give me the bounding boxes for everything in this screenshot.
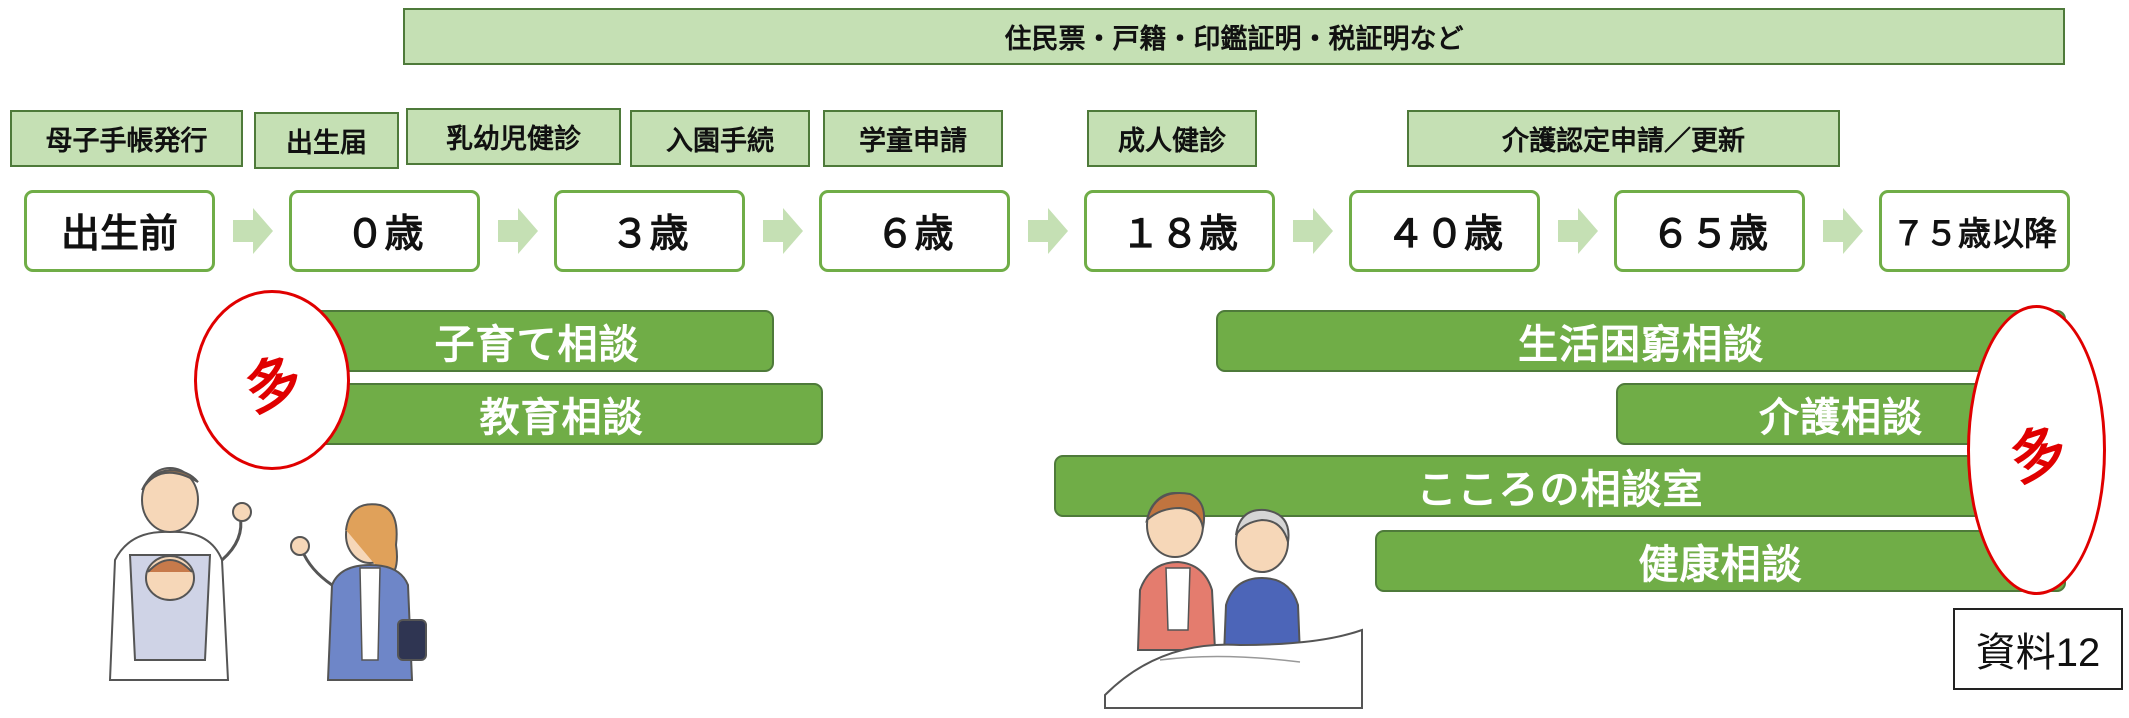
consultation-health-label: 健康相談 [1638, 542, 1803, 588]
many-highlight-left: 多 [194, 290, 350, 470]
arrow-right-icon [1823, 208, 1863, 254]
age-40: ４０歳 [1349, 190, 1540, 272]
document-number-badge: 資料12 [1953, 608, 2123, 690]
caregiver-elderly-illustration [1104, 492, 1363, 709]
age-0: ０歳 [289, 190, 480, 272]
age-prenatal: 出生前 [24, 190, 215, 272]
consultation-poverty: 生活困窮相談 [1216, 310, 2066, 372]
many-label-left: 多 [236, 345, 311, 425]
arrow-right-icon [1558, 208, 1598, 254]
many-highlight-right: 多 [1967, 305, 2106, 595]
arrow-right-icon [763, 208, 803, 254]
arrow-right-icon [1293, 208, 1333, 254]
consultation-poverty-label: 生活困窮相談 [1518, 322, 1764, 368]
consultation-parenting-label: 子育て相談 [434, 322, 640, 368]
parents-with-baby-illustration [108, 467, 427, 681]
arrow-right-icon [233, 208, 273, 254]
procedure-afterschool-application: 学童申請 [823, 110, 1003, 167]
consultation-health: 健康相談 [1375, 530, 2066, 592]
consultation-parenting: 子育て相談 [300, 310, 774, 372]
procedure-maternal-handbook: 母子手帳発行 [10, 110, 243, 167]
age-75-plus: ７５歳以降 [1879, 190, 2070, 272]
age-65: ６５歳 [1614, 190, 1805, 272]
procedure-care-certification: 介護認定申請／更新 [1407, 110, 1840, 167]
consultation-mental-health-label: こころの相談室 [1416, 467, 1704, 513]
arrow-right-icon [1028, 208, 1068, 254]
procedure-birth-registration: 出生届 [254, 112, 399, 169]
age-18: １８歳 [1084, 190, 1275, 272]
consultation-education: 教育相談 [300, 383, 823, 445]
certificates-banner: 住民票・戸籍・印鑑証明・税証明など [403, 8, 2065, 65]
arrow-right-icon [498, 208, 538, 254]
many-label-right: 多 [2001, 415, 2075, 495]
procedure-nursery-enrollment: 入園手続 [630, 110, 810, 167]
consultation-care-label: 介護相談 [1759, 395, 1923, 441]
age-6: ６歳 [819, 190, 1010, 272]
procedure-infant-checkup: 乳幼児健診 [406, 108, 621, 165]
age-3: ３歳 [554, 190, 745, 272]
consultation-mental-health: こころの相談室 [1054, 455, 2066, 517]
procedure-adult-checkup: 成人健診 [1087, 110, 1257, 167]
consultation-education-label: 教育相談 [479, 395, 644, 441]
